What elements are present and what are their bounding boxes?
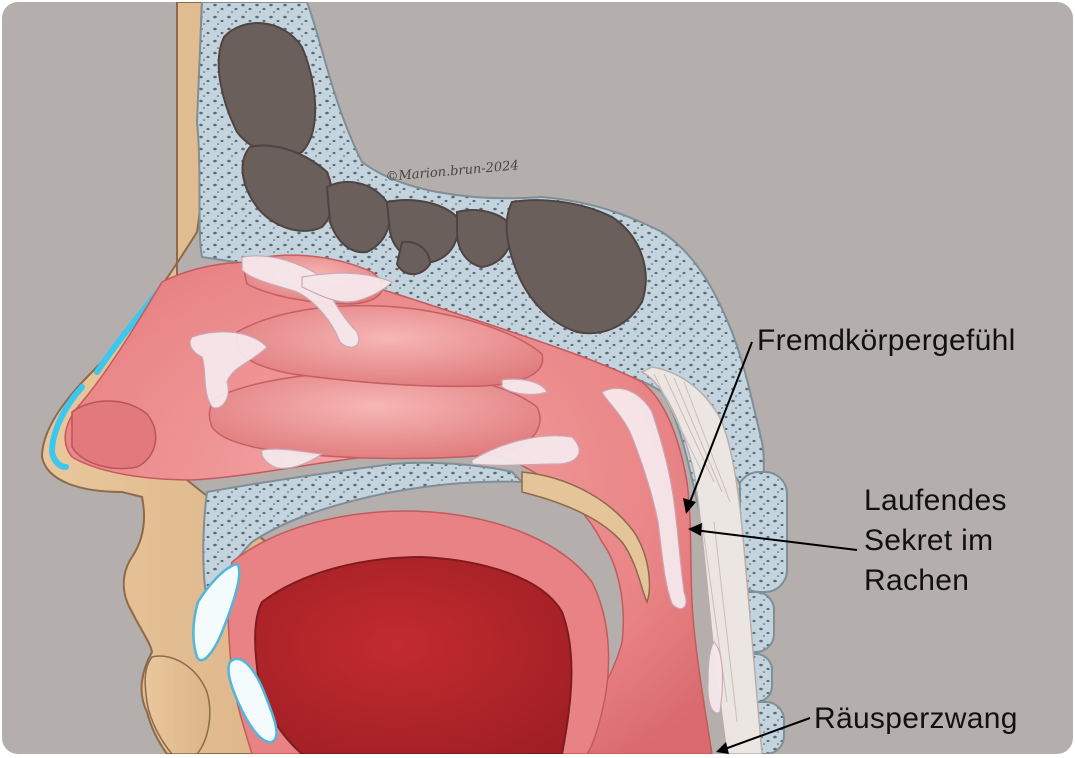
label-foreign-body-sensation: Fremdkörpergefühl	[757, 324, 1016, 358]
label-running-secretion-line1: Laufendes	[864, 484, 1007, 518]
label-running-secretion-line2: Sekret im	[864, 524, 993, 558]
tongue	[255, 557, 571, 754]
label-throat-clearing: Räusperzwang	[814, 702, 1018, 736]
label-running-secretion-line3: Rachen	[864, 564, 969, 598]
nasal-vestibule	[72, 401, 156, 468]
